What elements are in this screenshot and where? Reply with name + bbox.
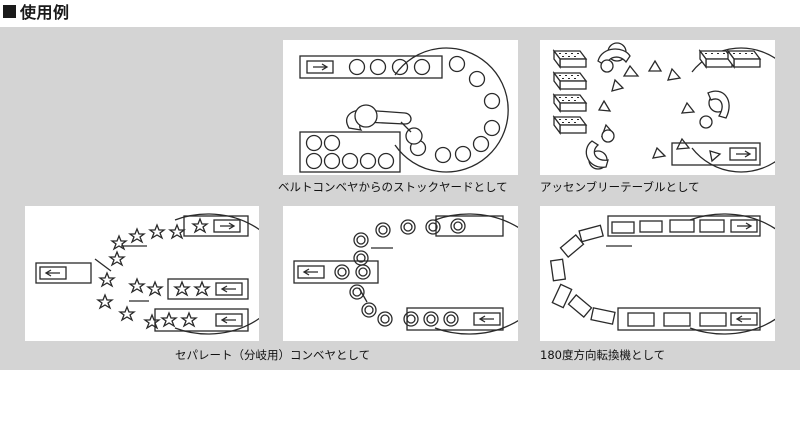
star-icon [96,217,211,330]
input-conveyor [435,215,504,237]
output-conveyor [671,142,761,166]
table-items [409,55,501,164]
right-conveyor-a [167,278,249,300]
arrow-right-icon [729,147,757,161]
triangle-icon [597,59,722,163]
stock-items [305,134,395,170]
turntable-outline [434,213,518,335]
arrow-left-icon [215,282,243,296]
guide-bar [94,258,112,272]
square-bullet-icon [3,4,16,18]
input-conveyor [607,215,761,237]
arrow-left-icon [215,313,243,327]
turntable-outline [689,213,775,335]
stock-box [299,131,401,173]
arrow-right-icon [213,219,241,233]
arrow-left-icon [297,265,325,279]
assembly-table-diagram [540,40,775,175]
robot-arm-icon [585,42,730,170]
turntable-outline [174,213,259,335]
arrow-left-icon [730,312,758,326]
caption-turn180: 180度方向転換機として [540,348,666,362]
arrow-right-icon [306,60,334,74]
input-conveyor [299,55,443,79]
turntable-outline [394,47,509,173]
section-heading: 使用例 [0,0,70,22]
stock-yard-diagram [283,40,518,175]
box-items [549,219,727,327]
left-conveyor [293,260,379,284]
caption-stock-yard: ベルトコンベヤからのストックヤードとして [278,180,508,194]
robot-arm-icon [346,104,423,145]
turn180-diagram [540,206,775,341]
output-conveyor [617,307,761,331]
arrow-left-icon [39,266,67,280]
turntable-outline [691,47,775,173]
section-title: 使用例 [20,3,70,22]
arrow-right-icon [730,219,758,233]
arrow-left-icon [473,312,501,326]
separate-diagram [25,206,259,341]
separate-circles-diagram [283,206,518,341]
caption-assembly-table: アッセンブリーテーブルとして [540,180,700,194]
parts-tray-icon [552,49,762,135]
conveyor-items [348,58,431,76]
left-conveyor [35,262,92,284]
circle-item-icon [334,218,466,327]
caption-separate: セパレート（分岐用）コンベヤとして [175,348,371,362]
input-conveyor [183,215,249,237]
